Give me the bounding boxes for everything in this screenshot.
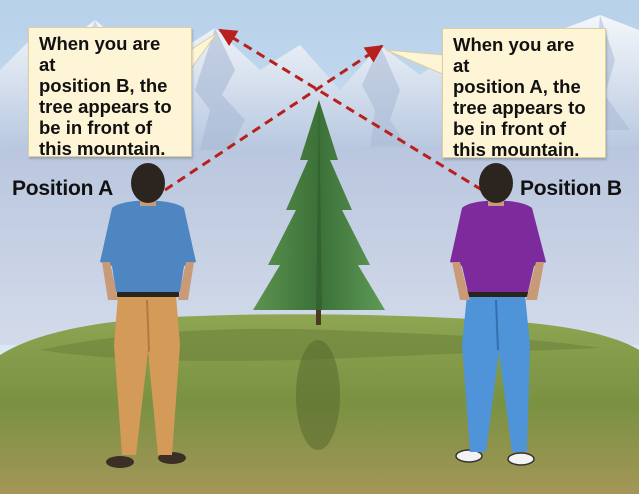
tree-shadow [296,340,340,450]
position-a-label: Position A [12,177,113,201]
position-b-label: Position B [520,177,622,201]
callout-right: When you are at position A, the tree app… [442,28,606,158]
callout-left: When you are at position B, the tree app… [28,27,192,157]
